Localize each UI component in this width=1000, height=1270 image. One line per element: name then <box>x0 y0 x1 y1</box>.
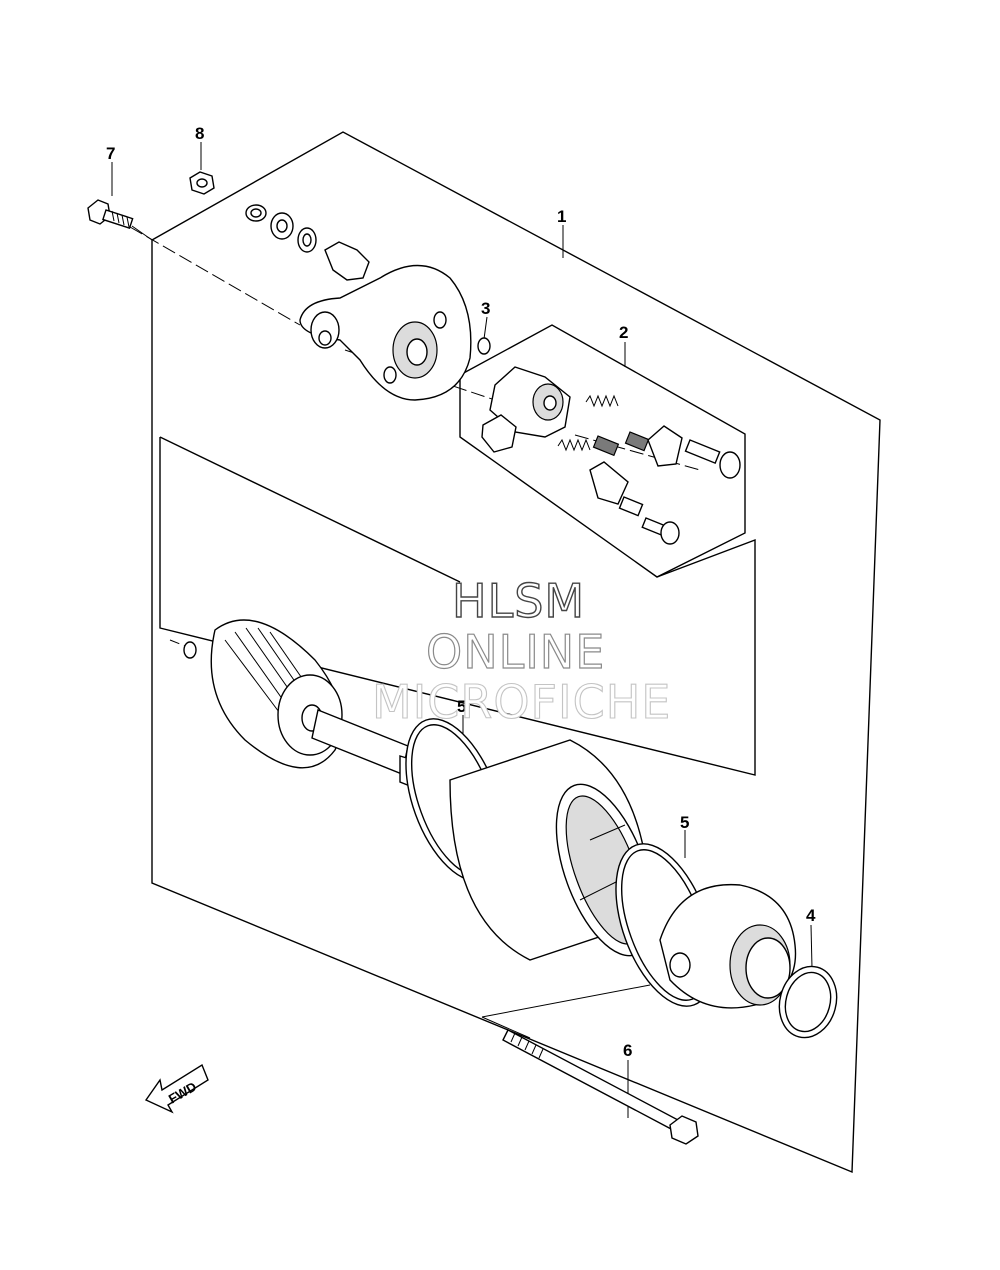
armature[interactable] <box>183 619 421 792</box>
front-bracket[interactable] <box>659 883 797 1009</box>
callout-2[interactable]: 2 <box>619 323 628 342</box>
watermark: HLSM ONLINE MICROFICHE <box>371 573 671 729</box>
washers[interactable] <box>245 204 370 281</box>
fwd-arrow-icon: FWD <box>144 1063 209 1114</box>
callout-3[interactable]: 3 <box>481 299 490 318</box>
screw-short[interactable] <box>641 517 680 545</box>
brush-holder-box <box>459 324 746 578</box>
callout-5-front[interactable]: 5 <box>457 697 466 716</box>
nut-8[interactable] <box>189 171 215 195</box>
brush-holder-2[interactable] <box>481 366 741 545</box>
bolt-7[interactable] <box>87 199 134 230</box>
armature-sub-outline <box>159 436 756 776</box>
callout-6[interactable]: 6 <box>623 1041 632 1060</box>
watermark-line-3: MICROFICHE <box>372 675 671 729</box>
callout-5-rear[interactable]: 5 <box>680 813 689 832</box>
rear-end-cover[interactable] <box>299 264 472 401</box>
watermark-line-2: ONLINE <box>426 625 605 679</box>
callout-labels: 1 2 3 4 5 5 6 7 8 <box>106 124 816 1060</box>
watermark-line-1: HLSM <box>452 574 585 628</box>
brush-spring-upper <box>585 394 619 408</box>
screw-long[interactable] <box>684 439 741 479</box>
brush-spring-lower <box>557 438 591 452</box>
callout-4[interactable]: 4 <box>806 906 816 925</box>
o-ring-4[interactable] <box>772 960 845 1044</box>
callout-8[interactable]: 8 <box>195 124 204 143</box>
through-bolt-6[interactable] <box>502 1029 699 1145</box>
callout-7[interactable]: 7 <box>106 144 115 163</box>
callout-1[interactable]: 1 <box>557 207 566 226</box>
o-ring-3[interactable] <box>477 337 491 355</box>
